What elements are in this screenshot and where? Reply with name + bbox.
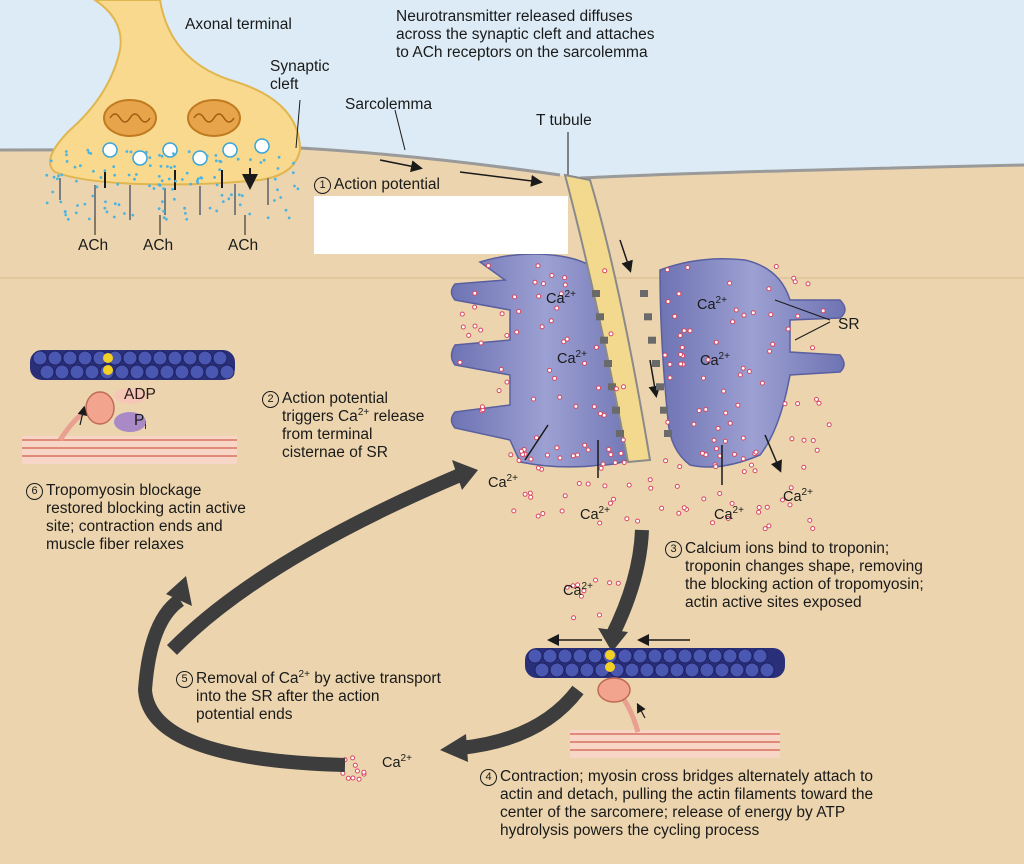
pi-label: Pi — [134, 412, 147, 433]
adp-label: ADP — [124, 386, 156, 403]
axonal-terminal-label: Axonal terminal — [185, 16, 292, 33]
ca-label: Ca2+ — [714, 505, 744, 524]
neurotransmitter-note: Neurotransmitter released diffuses acros… — [396, 8, 655, 61]
cycle-arrow-5 — [137, 594, 346, 772]
myosin-contracting — [570, 677, 780, 758]
cycle-arrow-3 — [605, 529, 649, 640]
cycle-arrow-4 — [459, 685, 584, 755]
sr-label: SR — [838, 316, 860, 333]
junctional-feet — [592, 290, 672, 437]
t-tubule-label: T tubule — [536, 112, 592, 129]
myosin-relaxed — [22, 388, 237, 464]
ca-label: Ca2+ — [580, 505, 610, 524]
label-cover-box — [314, 196, 568, 254]
ach-label: ACh — [78, 237, 109, 254]
ach-label: ACh — [228, 237, 259, 254]
t-tubule — [563, 173, 652, 464]
actin-filament-relaxed — [30, 350, 235, 380]
sarcolemma-label: Sarcolemma — [345, 96, 432, 113]
actin-filament-contracting — [525, 634, 785, 678]
ca-label: Ca2+ — [557, 349, 587, 368]
junctional-folds — [59, 178, 269, 220]
ca-label: Ca2+ — [700, 351, 730, 370]
ca-label: Ca2+ — [783, 487, 813, 506]
acetylcholine-dots — [45, 148, 300, 221]
ca-label: Ca2+ — [382, 753, 412, 772]
axon-terminal — [49, 0, 302, 186]
synaptic-cleft-label: Synaptic cleft — [270, 58, 330, 93]
ca-label: Ca2+ — [488, 473, 518, 492]
ca-label: Ca2+ — [563, 581, 593, 600]
cycle-arrow-6 — [166, 468, 463, 655]
ca-label: Ca2+ — [697, 295, 727, 314]
ca-label: Ca2+ — [546, 289, 576, 308]
ach-label: ACh — [143, 237, 174, 254]
calcium-dots — [340, 263, 832, 782]
